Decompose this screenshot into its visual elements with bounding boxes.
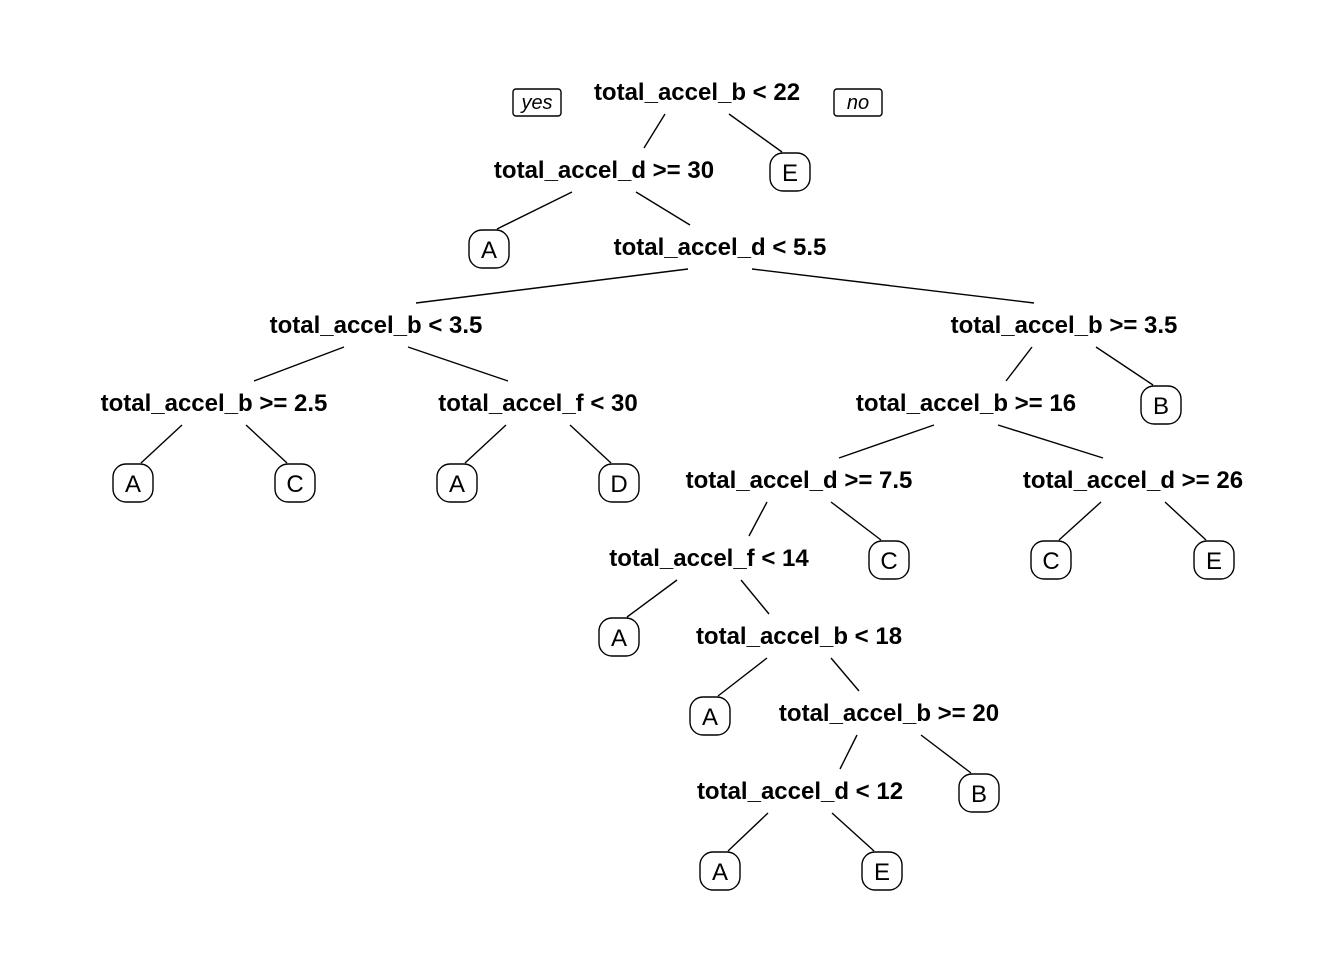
tree-edge: [831, 812, 875, 852]
leaf-node: C: [868, 540, 910, 580]
tree-edge: [635, 191, 691, 226]
leaf-nodes: E A A C A D B C C E A A B A E: [112, 152, 1235, 891]
split-node-label: total_accel_f < 14: [609, 545, 809, 572]
leaf-node-label: A: [481, 237, 497, 264]
leaf-node-label: D: [610, 471, 627, 498]
split-node-label: total_accel_b < 22: [594, 79, 800, 106]
leaf-node: A: [598, 617, 640, 657]
tree-edge: [717, 657, 768, 697]
leaf-node-box: [699, 851, 741, 891]
split-node-label: total_accel_b >= 3.5: [951, 312, 1178, 339]
leaf-node-box: [274, 463, 316, 503]
split-node-label: total_accel_b < 18: [696, 623, 902, 650]
leaf-node-box: [468, 229, 510, 269]
leaf-node-box: [1193, 540, 1235, 580]
tree-edge: [569, 424, 612, 464]
split-node-label: total_accel_d >= 26: [1023, 467, 1243, 494]
leaf-node-label: E: [782, 160, 798, 187]
leaf-node-label: A: [712, 859, 728, 886]
tree-edge: [496, 191, 573, 230]
leaf-node: E: [1193, 540, 1235, 580]
tree-edge: [838, 424, 935, 459]
leaf-node: D: [598, 463, 640, 503]
tree-edge: [415, 268, 689, 304]
leaf-node-label: A: [449, 471, 465, 498]
leaf-node-label: B: [1153, 393, 1169, 420]
split-node-label: total_accel_b >= 2.5: [101, 390, 328, 417]
split-node-label: total_accel_d < 5.5: [614, 234, 827, 261]
tree-edges: [140, 113, 1207, 852]
no-branch-label: no: [847, 92, 869, 114]
leaf-node: A: [468, 229, 510, 269]
tree-edge: [920, 734, 972, 774]
leaf-node-label: A: [611, 625, 627, 652]
leaf-node-box: [769, 152, 811, 192]
tree-edge: [1095, 346, 1154, 386]
leaf-node-label: B: [971, 781, 987, 808]
leaf-node-label: E: [874, 859, 890, 886]
leaf-node-label: A: [125, 471, 141, 498]
leaf-node-box: [861, 851, 903, 891]
leaf-node: C: [274, 463, 316, 503]
tree-edge: [245, 424, 288, 464]
tree-edge: [748, 501, 768, 537]
tree-edge: [997, 424, 1104, 459]
split-node-label: total_accel_d >= 30: [494, 157, 714, 184]
leaf-node-label: A: [702, 704, 718, 731]
tree-edge: [727, 812, 769, 852]
tree-edge: [1164, 501, 1207, 541]
yes-branch-label: yes: [519, 92, 552, 114]
leaf-node: A: [112, 463, 154, 503]
leaf-node-box: [112, 463, 154, 503]
tree-edge: [830, 501, 882, 541]
leaf-node-box: [598, 463, 640, 503]
split-node-label: total_accel_f < 30: [438, 390, 637, 417]
leaf-node: B: [958, 773, 1000, 813]
leaf-node-box: [1030, 540, 1072, 580]
no-branch-tag: no: [833, 88, 883, 117]
tree-edge: [830, 657, 860, 692]
leaf-node: A: [436, 463, 478, 503]
tree-edge: [626, 579, 678, 618]
yes-branch-tag: yes: [512, 88, 562, 117]
leaf-node: E: [861, 851, 903, 891]
tree-edge: [728, 113, 783, 153]
leaf-node-box: [958, 773, 1000, 813]
leaf-node: A: [699, 851, 741, 891]
leaf-node: C: [1030, 540, 1072, 580]
tree-edge: [1058, 501, 1102, 541]
split-nodes: total_accel_b < 22 total_accel_d >= 30 tot…: [101, 79, 1243, 805]
tree-edge: [140, 424, 183, 464]
leaf-node-box: [436, 463, 478, 503]
leaf-node: A: [689, 696, 731, 736]
split-node-label: total_accel_b < 3.5: [270, 312, 483, 339]
split-node-label: total_accel_d >= 7.5: [686, 467, 913, 494]
leaf-node-label: E: [1206, 548, 1222, 575]
tree-edge: [751, 268, 1035, 304]
tree-edge: [643, 113, 666, 149]
leaf-node-label: C: [880, 548, 897, 575]
split-node-label: total_accel_b >= 16: [856, 390, 1076, 417]
tree-edge: [464, 424, 507, 464]
leaf-node: E: [769, 152, 811, 192]
leaf-node-box: [868, 540, 910, 580]
tree-edge: [740, 579, 770, 615]
tree-edge: [253, 346, 345, 382]
leaf-node-box: [1140, 385, 1182, 425]
split-node-label: total_accel_b >= 20: [779, 700, 999, 727]
tree-edge: [407, 346, 509, 382]
tree-edge: [839, 734, 858, 770]
split-node-label: total_accel_d < 12: [697, 778, 903, 805]
leaf-node-box: [598, 617, 640, 657]
leaf-node-label: C: [1042, 548, 1059, 575]
leaf-node-label: C: [286, 471, 303, 498]
leaf-node: B: [1140, 385, 1182, 425]
leaf-node-box: [689, 696, 731, 736]
tree-edge: [1005, 346, 1033, 382]
